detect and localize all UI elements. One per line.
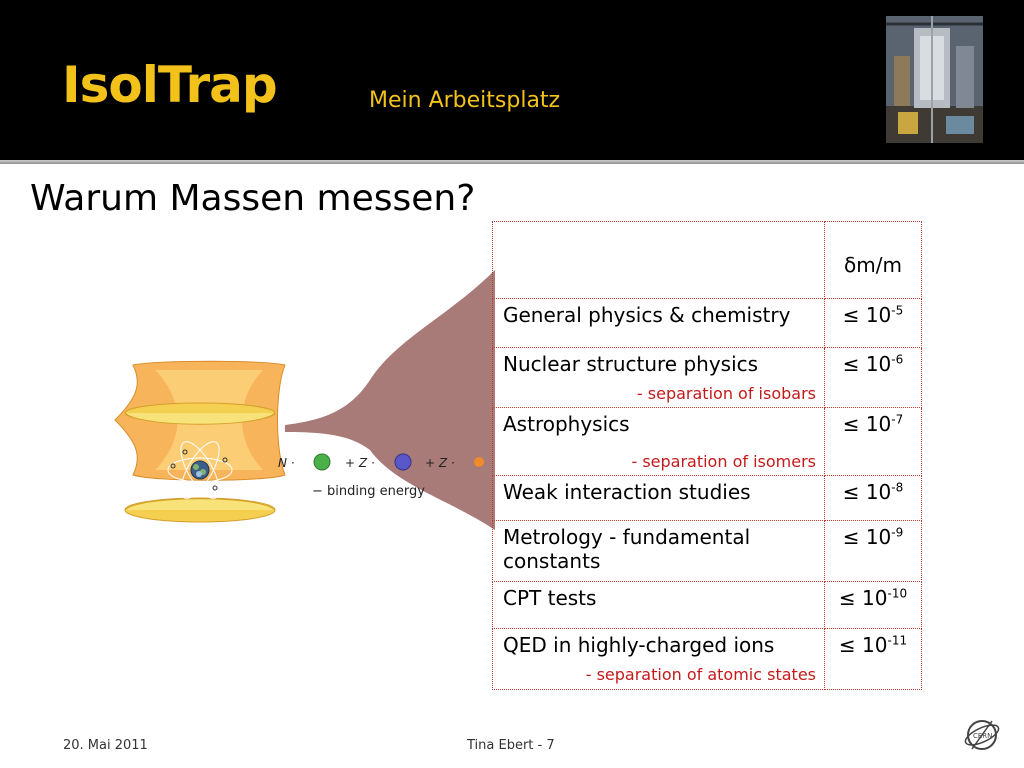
footer-date: 20. Mai 2011 [63, 738, 148, 753]
row-note: - separation of isobars [636, 384, 816, 403]
row-prefix: ≤ 10 [842, 303, 892, 327]
row-exponent: -10 [887, 586, 908, 601]
table-row: Astrophysics- separation of isomers ≤ 10… [492, 407, 922, 476]
table-header-blank [492, 221, 825, 299]
row-prefix: ≤ 10 [842, 480, 892, 504]
row-label: Astrophysics [503, 412, 630, 436]
electron-ball [474, 457, 484, 467]
slide-subtitle: Mein Arbeitsplatz [369, 88, 561, 113]
table-row: Metrology - fundamental constants ≤ 10-9 [492, 520, 922, 582]
table-row: General physics & chemistry ≤ 10-5 [492, 298, 922, 348]
precision-table: δm/m General physics & chemistry ≤ 10-5 … [492, 221, 922, 690]
row-exponent: -11 [887, 633, 908, 648]
row-exponent: -7 [891, 412, 904, 427]
row-label: Weak interaction studies [503, 480, 751, 504]
header-divider [0, 160, 1024, 164]
funnel-shape [285, 270, 495, 530]
row-exponent: -6 [891, 352, 904, 367]
row-prefix: ≤ 10 [842, 525, 892, 549]
label-n: N · [278, 456, 295, 470]
row-exponent: -5 [891, 303, 904, 318]
row-label: CPT tests [503, 586, 597, 610]
row-exponent: -8 [891, 480, 904, 495]
table-row: CPT tests ≤ 10-10 [492, 581, 922, 629]
row-label: Nuclear structure physics [503, 352, 759, 376]
row-prefix: ≤ 10 [842, 352, 892, 376]
table-header-row: δm/m [492, 221, 922, 299]
footer-author-page: Tina Ebert - 7 [467, 738, 555, 753]
table-row: QED in highly-charged ions - separation o… [492, 628, 922, 690]
penning-trap-diagram: N · + Z · + Z · − binding energy [95, 260, 495, 544]
row-label: QED in highly-charged ions [503, 633, 775, 657]
row-label: General physics & chemistry [503, 303, 791, 327]
table-row: Nuclear structure physics - separation of… [492, 347, 922, 408]
row-label: Metrology - fundamental constants [503, 525, 751, 573]
cern-logo: CERN [962, 715, 1002, 759]
proton-ball [394, 453, 412, 471]
table-header-value: δm/m [824, 221, 922, 299]
row-note: - separation of atomic states [585, 665, 816, 684]
row-note: - separation of isomers [631, 452, 816, 471]
lab-photo [886, 16, 983, 143]
table-row: Weak interaction studies ≤ 10-8 [492, 475, 922, 521]
neutron-ball [313, 453, 331, 471]
slide-title: IsolTrap [62, 56, 278, 114]
section-heading: Warum Massen messen? [30, 178, 476, 219]
row-prefix: ≤ 10 [838, 633, 888, 657]
label-z1: + Z · [345, 456, 375, 470]
row-prefix: ≤ 10 [842, 412, 892, 436]
header-bar [0, 0, 1024, 160]
label-z2: + Z · [425, 456, 455, 470]
row-exponent: -9 [891, 525, 904, 540]
row-prefix: ≤ 10 [838, 586, 888, 610]
binding-energy-label: − binding energy [312, 484, 425, 499]
logo-text: CERN [973, 732, 992, 740]
